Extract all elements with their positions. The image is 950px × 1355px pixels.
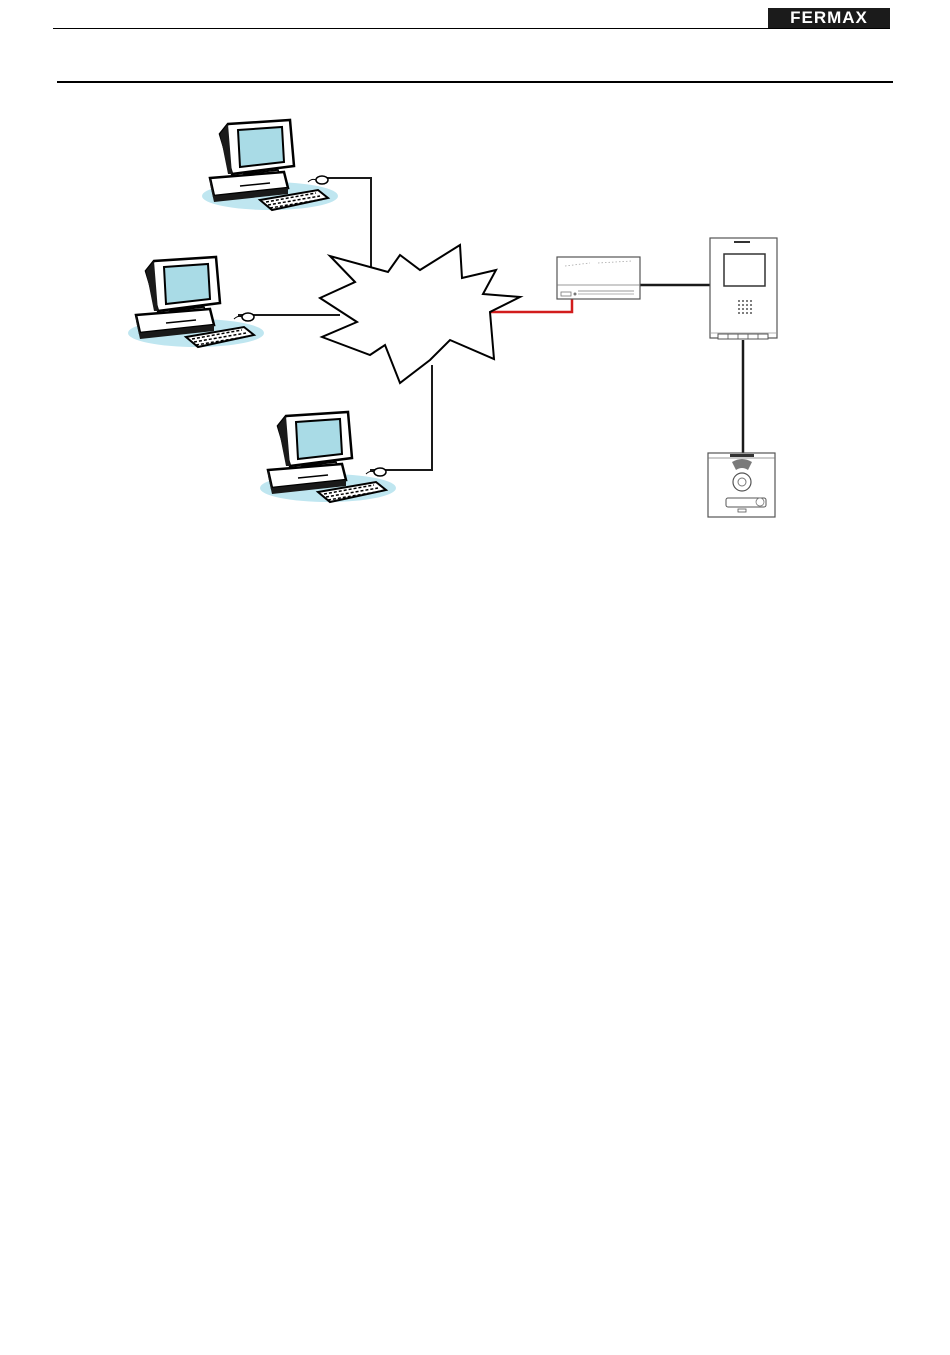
starburst-network-icon	[320, 245, 520, 383]
computer-icon	[260, 412, 396, 502]
computer-icon	[128, 257, 264, 347]
computer-icon	[202, 120, 338, 210]
adapter-box-icon	[557, 257, 640, 299]
door-panel-icon	[708, 453, 775, 517]
video-monitor-icon	[710, 238, 777, 339]
